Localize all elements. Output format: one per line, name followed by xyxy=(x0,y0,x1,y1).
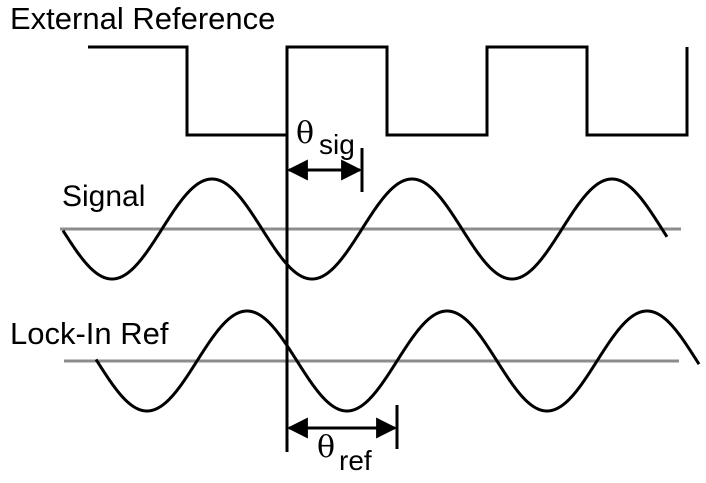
theta-ref-subscript: ref xyxy=(339,445,372,476)
signal-label: Signal xyxy=(62,180,146,213)
lock-in-ref-label: Lock-In Ref xyxy=(10,316,169,351)
theta-sig-symbol: θ xyxy=(296,116,315,151)
theta-sig-subscript: sig xyxy=(319,129,355,160)
signal-sine-wave xyxy=(61,177,669,281)
external-reference-square-wave xyxy=(88,45,689,137)
lock-in-ref-sine-wave xyxy=(94,309,701,413)
theta-ref-symbol: θ xyxy=(317,430,336,465)
external-reference-label: External Reference xyxy=(10,1,276,36)
